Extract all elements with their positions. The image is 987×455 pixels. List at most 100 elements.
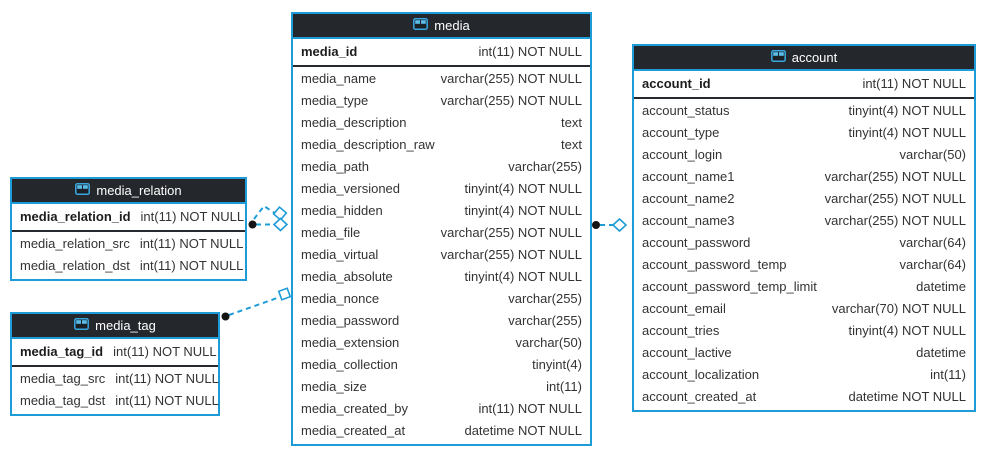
pk-section: media_relation_id int(11) NOT NULL	[12, 204, 245, 232]
pk-row[interactable]: media_tag_id int(11) NOT NULL	[12, 340, 218, 364]
table-title: media	[434, 18, 470, 33]
column-type: int(11) NOT NULL	[113, 344, 217, 359]
column-row[interactable]: account_password_temp_limit datetime	[634, 276, 974, 298]
column-type: varchar(64)	[899, 235, 966, 250]
column-type: int(11)	[930, 367, 966, 382]
column-row[interactable]: media_extension varchar(50)	[293, 332, 590, 354]
column-row[interactable]: media_tag_src int(11) NOT NULL	[12, 368, 219, 390]
column-row[interactable]: media_path varchar(255)	[293, 156, 590, 178]
columns-section: media_name varchar(255) NOT NULL media_t…	[293, 67, 590, 444]
column-row[interactable]: account_created_at datetime NOT NULL	[634, 386, 974, 408]
column-row[interactable]: media_nonce varchar(255)	[293, 288, 590, 310]
column-type: int(11) NOT NULL	[140, 209, 245, 224]
column-row[interactable]: media_description text	[293, 112, 590, 134]
column-type: datetime NOT NULL	[464, 423, 582, 438]
column-type: varchar(255) NOT NULL	[440, 93, 582, 108]
column-type: int(11) NOT NULL	[478, 401, 582, 416]
column-name: account_password	[642, 235, 751, 250]
column-row[interactable]: account_password_temp varchar(64)	[634, 254, 974, 276]
column-type: varchar(50)	[515, 335, 582, 350]
column-type: varchar(255)	[508, 313, 582, 328]
fk-endpoint-dot	[248, 220, 257, 229]
pk-endpoint-diamond	[611, 217, 628, 233]
table-icon	[75, 183, 91, 198]
column-row[interactable]: media_virtual varchar(255) NOT NULL	[293, 244, 590, 266]
column-type: tinyint(4) NOT NULL	[848, 323, 966, 338]
entity-table-media-relation[interactable]: media_relation media_relation_id int(11)…	[10, 177, 247, 281]
table-header-media[interactable]: media	[293, 14, 590, 39]
column-row[interactable]: media_password varchar(255)	[293, 310, 590, 332]
fk-endpoint-dot	[592, 221, 600, 229]
column-row[interactable]: account_status tinyint(4) NOT NULL	[634, 100, 974, 122]
column-type: varchar(255)	[508, 291, 582, 306]
column-row[interactable]: media_size int(11)	[293, 376, 590, 398]
entity-table-media-tag[interactable]: media_tag media_tag_id int(11) NOT NULL …	[10, 312, 220, 416]
column-type: varchar(50)	[899, 147, 966, 162]
column-row[interactable]: media_file varchar(255) NOT NULL	[293, 222, 590, 244]
column-row[interactable]: media_tag_dst int(11) NOT NULL	[12, 390, 219, 412]
pk-endpoint-diamond	[272, 206, 288, 221]
column-row[interactable]: media_absolute tinyint(4) NOT NULL	[293, 266, 590, 288]
column-name: media_description	[301, 115, 407, 130]
column-type: tinyint(4) NOT NULL	[848, 125, 966, 140]
column-name: media_extension	[301, 335, 400, 350]
column-name: account_tries	[642, 323, 720, 338]
column-name: media_path	[301, 159, 369, 174]
column-name: media_absolute	[301, 269, 393, 284]
entity-table-account[interactable]: account account_id int(11) NOT NULL acco…	[632, 44, 976, 412]
relationship-media-relation-to-media[interactable]	[248, 204, 289, 232]
column-row[interactable]: media_created_by int(11) NOT NULL	[293, 398, 590, 420]
column-name: account_status	[642, 103, 730, 118]
column-row[interactable]: media_versioned tinyint(4) NOT NULL	[293, 178, 590, 200]
table-header-media-relation[interactable]: media_relation	[12, 179, 245, 204]
column-row[interactable]: account_password varchar(64)	[634, 232, 974, 254]
column-name: media_type	[301, 93, 369, 108]
table-header-account[interactable]: account	[634, 46, 974, 71]
pk-row[interactable]: account_id int(11) NOT NULL	[634, 72, 974, 96]
column-type: varchar(255) NOT NULL	[824, 191, 966, 206]
column-type: varchar(70) NOT NULL	[831, 301, 966, 316]
column-name: media_created_at	[301, 423, 406, 438]
column-name: media_password	[301, 313, 400, 328]
column-type: int(11) NOT NULL	[862, 76, 966, 91]
column-row[interactable]: media_created_at datetime NOT NULL	[293, 420, 590, 442]
column-row[interactable]: media_relation_dst int(11) NOT NULL	[12, 255, 245, 277]
column-row[interactable]: account_type tinyint(4) NOT NULL	[634, 122, 974, 144]
entity-table-media[interactable]: media media_id int(11) NOT NULL media_na…	[291, 12, 592, 446]
column-name: account_localization	[642, 367, 760, 382]
column-name: media_size	[301, 379, 367, 394]
column-type: varchar(255) NOT NULL	[440, 225, 582, 240]
column-row[interactable]: media_collection tinyint(4)	[293, 354, 590, 376]
table-title: media_relation	[96, 183, 182, 198]
column-type: int(11) NOT NULL	[478, 44, 582, 59]
table-header-media-tag[interactable]: media_tag	[12, 314, 218, 339]
column-name: media_collection	[301, 357, 398, 372]
column-row[interactable]: account_localization int(11)	[634, 364, 974, 386]
relationship-media-tag-to-media[interactable]	[221, 287, 292, 321]
column-row[interactable]: account_name1 varchar(255) NOT NULL	[634, 166, 974, 188]
column-row[interactable]: media_hidden tinyint(4) NOT NULL	[293, 200, 590, 222]
column-row[interactable]: account_name2 varchar(255) NOT NULL	[634, 188, 974, 210]
column-row[interactable]: media_name varchar(255) NOT NULL	[293, 68, 590, 90]
column-row[interactable]: media_description_raw text	[293, 134, 590, 156]
column-row[interactable]: account_email varchar(70) NOT NULL	[634, 298, 974, 320]
columns-section: account_status tinyint(4) NOT NULL accou…	[634, 99, 974, 410]
column-row[interactable]: media_type varchar(255) NOT NULL	[293, 90, 590, 112]
column-row[interactable]: account_name3 varchar(255) NOT NULL	[634, 210, 974, 232]
column-name: account_name2	[642, 191, 735, 206]
relationship-media-to-account[interactable]	[592, 217, 628, 233]
columns-section: media_relation_src int(11) NOT NULL medi…	[12, 232, 245, 279]
column-name: account_password_temp	[642, 257, 787, 272]
column-row[interactable]: media_relation_src int(11) NOT NULL	[12, 233, 245, 255]
column-row[interactable]: account_login varchar(50)	[634, 144, 974, 166]
column-name: media_description_raw	[301, 137, 435, 152]
column-type: tinyint(4) NOT NULL	[464, 269, 582, 284]
column-type: datetime	[916, 279, 966, 294]
column-row[interactable]: account_tries tinyint(4) NOT NULL	[634, 320, 974, 342]
pk-row[interactable]: media_relation_id int(11) NOT NULL	[12, 205, 245, 229]
pk-row[interactable]: media_id int(11) NOT NULL	[293, 40, 590, 64]
column-name: media_id	[301, 44, 358, 59]
column-row[interactable]: account_lactive datetime	[634, 342, 974, 364]
pk-section: account_id int(11) NOT NULL	[634, 71, 974, 99]
